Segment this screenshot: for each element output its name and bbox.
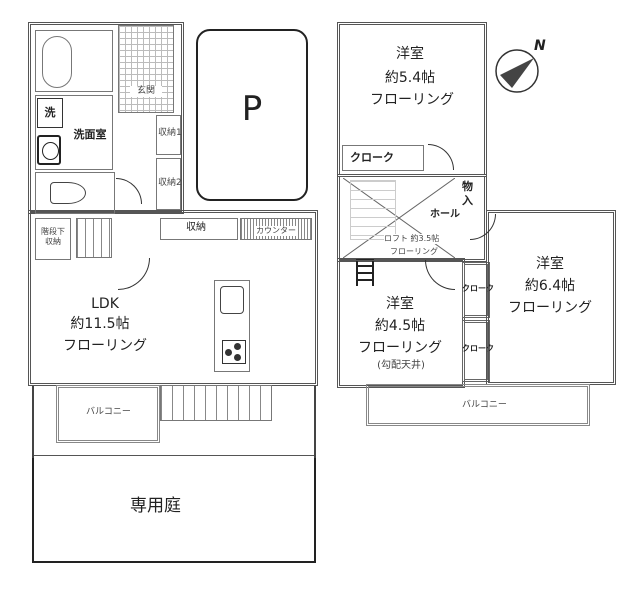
loft-flooring: フローリング — [390, 247, 438, 257]
storage2-label: 収納2 — [158, 178, 182, 188]
storage1-label: 収納1 — [158, 128, 182, 138]
washer-box — [37, 98, 63, 128]
cloak-north-label: クローク — [350, 151, 394, 164]
room-north-name: 洋室 — [396, 46, 424, 62]
private-garden — [32, 455, 316, 563]
entrance-area — [118, 25, 174, 113]
kitchen-counter — [214, 280, 250, 372]
kitchen-sink-icon — [220, 286, 244, 314]
parking-label: P — [241, 89, 263, 129]
bathtub-icon — [42, 36, 72, 88]
toilet-room — [35, 172, 115, 214]
cloak-2-label: クローク — [462, 344, 494, 353]
ldk-flooring: フローリング — [63, 338, 147, 354]
parking-space — [196, 29, 308, 201]
washroom — [35, 95, 113, 170]
balcony-2f — [366, 384, 590, 426]
storeroom-label: 物 入 — [462, 180, 473, 207]
loft-name: ロフト 約3.5帖 — [384, 234, 440, 244]
entrance-label: 玄関 — [130, 86, 162, 98]
room-north-size: 約5.4帖 — [384, 70, 436, 86]
ladder-icon — [356, 258, 374, 286]
storage-ldk-label: 収納 — [186, 222, 206, 233]
exterior-stairs — [160, 385, 272, 421]
storage2 — [156, 158, 181, 210]
washroom-label: 洗面室 — [73, 128, 107, 141]
washer-label: 洗 — [44, 106, 56, 119]
room-west-size: 約4.5帖 — [374, 318, 426, 334]
hall-label: ホール — [430, 209, 460, 222]
room-west-name: 洋室 — [386, 296, 414, 312]
room-east-flooring: フローリング — [508, 300, 592, 316]
room-west-flooring: フローリング — [358, 340, 442, 356]
garden-side-wall-right — [314, 386, 316, 458]
floor1-outer-wall-ldk — [28, 210, 318, 386]
under-stairs-storage — [35, 218, 71, 260]
stairs-1f — [76, 218, 112, 258]
compass — [494, 48, 540, 94]
ldk-name: LDK — [91, 296, 119, 312]
sink-icon — [37, 135, 61, 165]
storage1 — [156, 115, 181, 155]
balcony-1f-label: バルコニー — [86, 407, 131, 417]
cloak-1-label: クローク — [462, 284, 494, 293]
room-west-note: (勾配天井) — [377, 360, 425, 371]
room-east-name: 洋室 — [536, 256, 564, 272]
cloak-north — [342, 145, 424, 171]
under-stairs-storage-label: 階段下 収納 — [41, 227, 65, 246]
compass-north-label: N — [534, 38, 546, 54]
storage-ldk — [160, 218, 238, 240]
private-garden-label: 専用庭 — [130, 496, 181, 516]
room-east-size: 約6.4帖 — [524, 278, 576, 294]
stairs-2f — [350, 180, 396, 240]
bathroom — [35, 30, 113, 92]
balcony-1f — [56, 385, 160, 443]
toilet-icon — [50, 182, 86, 204]
room-east-wall — [486, 210, 616, 385]
ldk-size: 約11.5帖 — [70, 316, 130, 332]
compass-icon — [495, 49, 539, 93]
balcony-2f-label: バルコニー — [462, 400, 507, 410]
garden-side-wall-left — [32, 386, 34, 458]
stove-icon — [222, 340, 246, 364]
counter-label: カウンター — [256, 226, 296, 236]
room-north-flooring: フローリング — [370, 92, 454, 108]
